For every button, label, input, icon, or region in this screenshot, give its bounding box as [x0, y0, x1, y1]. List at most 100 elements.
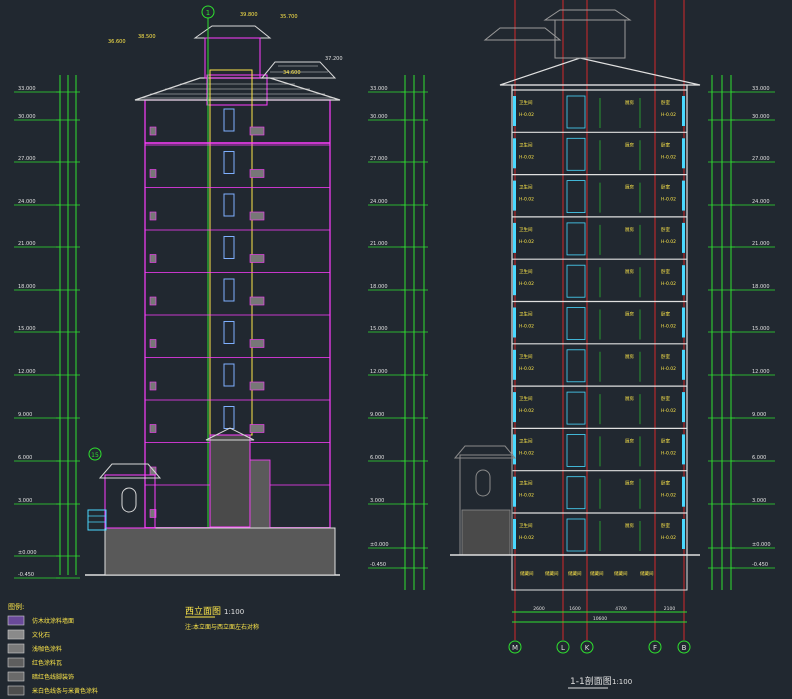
- room-level: H-0.02: [661, 493, 676, 499]
- level-label: 15.000: [370, 326, 388, 332]
- upper-roof: [193, 25, 272, 39]
- base-room-label: 储藏间: [590, 570, 604, 577]
- level-label: 3.000: [18, 498, 32, 504]
- balcony-rail: [149, 424, 157, 433]
- total-span-label: 10600: [593, 616, 607, 622]
- balcony-rail: [149, 211, 157, 221]
- room-label: 卫生间: [519, 353, 533, 360]
- section-stair-tower: [554, 19, 626, 59]
- room-label: 厨房: [625, 226, 634, 233]
- window: [223, 363, 235, 387]
- legend-swatch: [7, 629, 25, 640]
- level-label: 3.000: [752, 498, 766, 504]
- level-label: 21.000: [370, 241, 388, 247]
- window-mark: [682, 434, 685, 465]
- level-label: 18.000: [370, 284, 388, 290]
- level-label: 30.000: [370, 114, 388, 120]
- legend-label: 米白色线条与米黄色涂料: [32, 687, 98, 695]
- stone-gable: [205, 427, 255, 441]
- axis-bubble: [677, 640, 691, 654]
- window-mark: [682, 349, 685, 380]
- level-label: ±0.000: [370, 542, 389, 548]
- room-label: 卫生间: [519, 268, 533, 275]
- stair-door: [566, 307, 586, 340]
- room-label: 卧室: [661, 141, 670, 148]
- room-label: 卫生间: [519, 226, 533, 233]
- balcony-rail: [249, 211, 265, 221]
- balcony-rail: [249, 424, 265, 433]
- room-label: 卧室: [661, 437, 670, 444]
- level-label: -0.450: [370, 562, 386, 568]
- room-level: H-0.02: [661, 197, 676, 203]
- room-level: H-0.02: [519, 408, 534, 414]
- roof-label: 36.600: [108, 39, 126, 45]
- room-label: 卧室: [661, 522, 670, 529]
- roof-label: 39.800: [240, 12, 258, 18]
- section-annex-stone: [461, 509, 511, 556]
- room-level: H-0.02: [519, 154, 534, 160]
- west-elevation-title: 西立面图: [185, 605, 221, 617]
- stair-door: [566, 95, 586, 129]
- legend-swatch: [7, 615, 25, 626]
- room-label: 厨房: [625, 522, 634, 529]
- base-room-label: 储藏间: [520, 570, 534, 577]
- room-level: H-0.02: [661, 112, 676, 118]
- balcony-rail: [149, 339, 157, 348]
- level-label: 33.000: [18, 86, 36, 92]
- room-label: 卫生间: [519, 395, 533, 402]
- section-top-roof: [483, 27, 562, 41]
- balcony-rail: [149, 169, 157, 178]
- legend-swatch: [7, 671, 25, 682]
- room-label: 厨房: [625, 141, 634, 148]
- room-label: 厨房: [625, 437, 634, 444]
- room-label: 卧室: [661, 395, 670, 402]
- base-stone: [104, 527, 336, 576]
- room-level: H-0.02: [519, 197, 534, 203]
- balcony-rail: [149, 296, 157, 306]
- level-label: 18.000: [752, 284, 770, 290]
- room-label: 卧室: [661, 353, 670, 360]
- room-level: H-0.02: [661, 366, 676, 372]
- room-label: 厨房: [625, 311, 634, 318]
- axis-bubble: [580, 640, 594, 654]
- window: [223, 193, 235, 217]
- room-label: 卧室: [661, 480, 670, 487]
- annex: [104, 474, 156, 529]
- base-room-label: 储藏间: [568, 570, 582, 577]
- level-label: 33.000: [370, 86, 388, 92]
- stair-door: [566, 476, 586, 510]
- window-mark: [513, 180, 516, 211]
- window-mark: [513, 96, 516, 126]
- window-mark: [513, 519, 516, 549]
- room-label: 卫生间: [519, 480, 533, 487]
- axis-label: B: [682, 644, 687, 652]
- window-mark: [682, 96, 685, 126]
- window-mark: [682, 476, 685, 507]
- window-mark: [513, 349, 516, 380]
- room-level: H-0.02: [519, 535, 534, 541]
- level-label: 9.000: [18, 412, 32, 418]
- section-annex-window: [475, 469, 491, 497]
- window: [223, 151, 235, 174]
- level-label: 12.000: [752, 369, 770, 375]
- balcony-rail: [149, 509, 157, 518]
- window-mark: [682, 138, 685, 169]
- level-label: 9.000: [370, 412, 384, 418]
- span-label: 4700: [615, 606, 627, 612]
- room-label: 厨房: [625, 99, 634, 106]
- span-label: 1600: [569, 606, 581, 612]
- stair-door: [566, 391, 586, 425]
- axis-label: 15: [91, 452, 99, 459]
- legend-label: 文化石: [32, 631, 50, 639]
- span-label: 2600: [533, 606, 545, 612]
- axis-bubble: [201, 5, 215, 19]
- window-mark: [513, 434, 516, 465]
- room-level: H-0.02: [661, 408, 676, 414]
- room-level: H-0.02: [519, 239, 534, 245]
- window-mark: [513, 138, 516, 169]
- balcony-rail: [249, 126, 265, 136]
- window-mark: [682, 519, 685, 549]
- room-level: H-0.02: [519, 324, 534, 330]
- room-label: 卧室: [661, 226, 670, 233]
- window: [223, 321, 235, 344]
